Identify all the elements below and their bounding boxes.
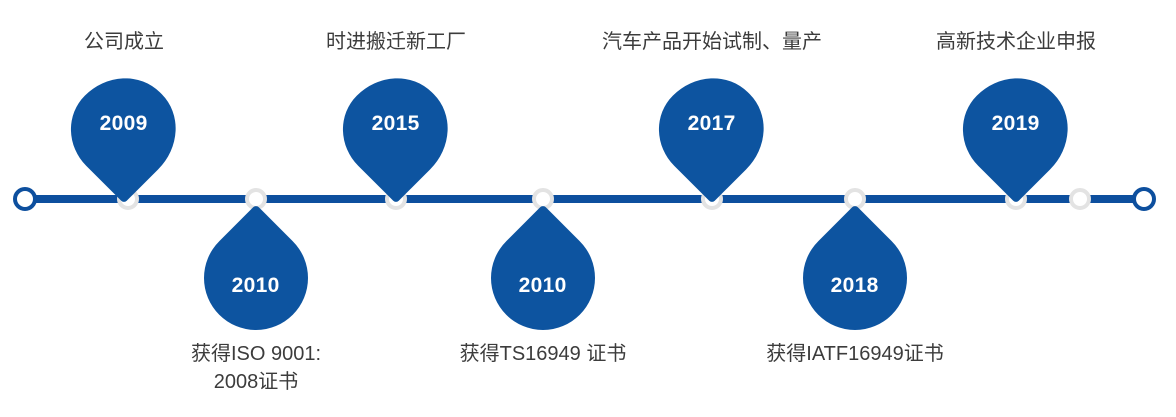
milestone-pin-2018-5[interactable]: 2018 (781, 204, 929, 352)
milestone-description-2017-4: 汽车产品开始试制、量产 (602, 31, 822, 53)
timeline-node-8[interactable] (1069, 188, 1091, 210)
milestone-description-2009-0: 公司成立 (84, 31, 164, 53)
milestone-year-label: 2015 (372, 111, 420, 135)
timeline-endpoint-node-start[interactable] (13, 187, 37, 211)
milestone-description-2010-3: 获得TS16949 证书 (459, 343, 627, 365)
timeline-endpoint-node-end[interactable] (1132, 187, 1156, 211)
milestone-year-label: 2019 (992, 111, 1040, 135)
milestone-pin-2019-6[interactable]: 2019 (942, 56, 1090, 204)
milestone-pin-2015-2[interactable]: 2015 (322, 56, 470, 204)
milestone-year-label: 2018 (831, 273, 879, 297)
timeline-axis-line (25, 195, 1144, 203)
milestone-description-2019-6: 高新技术企业申报 (936, 31, 1096, 53)
milestone-year-label: 2010 (232, 273, 280, 297)
milestone-description-2015-2: 时进搬迁新工厂 (326, 31, 466, 53)
milestone-year-label: 2009 (100, 111, 148, 135)
milestone-description-2018-5: 获得IATF16949证书 (766, 343, 944, 365)
milestone-pin-2010-3[interactable]: 2010 (469, 204, 617, 352)
milestone-description-2010-1: 获得ISO 9001: 2008证书 (190, 343, 322, 393)
milestone-year-label: 2017 (688, 111, 736, 135)
milestone-pin-2017-4[interactable]: 2017 (638, 56, 786, 204)
milestone-year-label: 2010 (519, 273, 567, 297)
milestone-pin-2010-1[interactable]: 2010 (182, 204, 330, 352)
milestone-pin-2009-0[interactable]: 2009 (50, 56, 198, 204)
